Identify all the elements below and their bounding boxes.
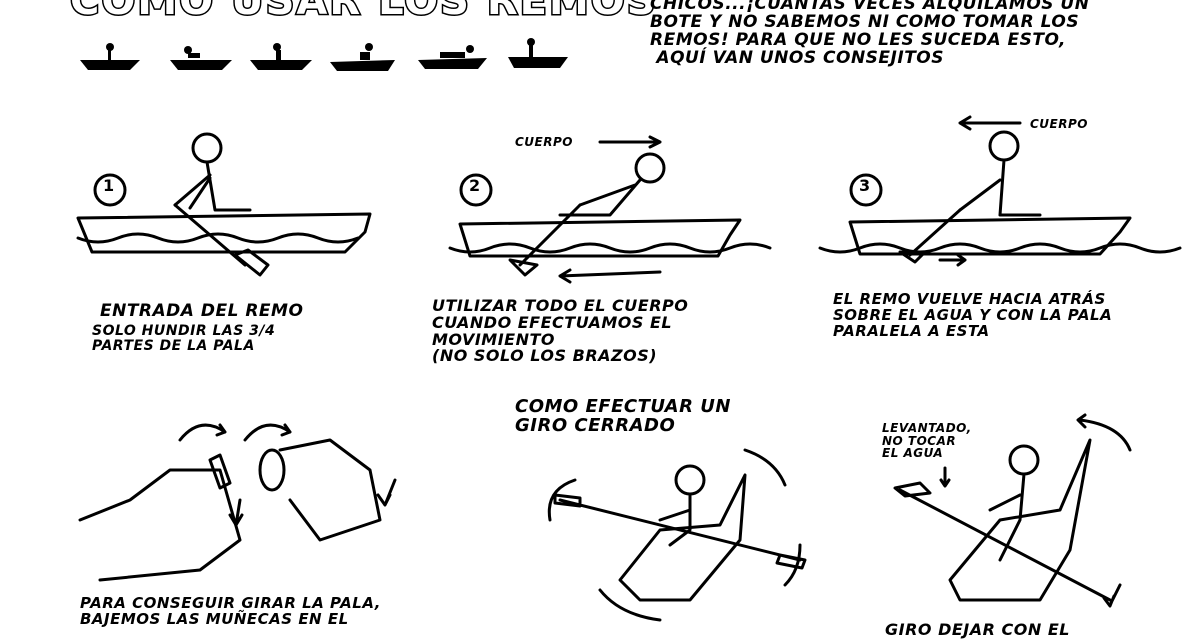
step-2-illustration [448,135,772,284]
raised-note: LEVANTADO, NO TOCAR EL AGUA [882,421,972,461]
boat-silhouettes [80,38,568,71]
turn-title: COMO EFECTUAR UN GIRO CERRADO [515,396,731,436]
turn-caption: GIRO DEJAR CON EL [885,620,1070,639]
step-2-number: 2 [469,176,481,195]
boat-silhouette-icon [170,46,232,70]
wrist-illustration [78,423,397,582]
arrow-right-icon [598,135,662,149]
step-3-number: 3 [859,176,871,195]
boat-silhouette-icon [508,38,568,68]
raised-oar-illustration [893,413,1132,608]
wrist-caption: PARA CONSEGUIR GIRAR LA PALA, BAJEMOS LA… [80,594,381,628]
step-3-caption: EL REMO VUELVE HACIA ATRÁS SOBRE EL AGUA… [833,290,1113,340]
page-title: COMO USAR LOS REMOS [69,0,658,26]
boat-silhouette-icon [418,45,487,69]
arrow-left-icon [558,268,662,284]
step-1-number: 1 [103,176,115,195]
boat-silhouette-icon [250,43,312,70]
step-2-caption: UTILIZAR TODO EL CUERPO CUANDO EFECTUAMO… [432,296,689,366]
boat-silhouette-icon [80,43,140,70]
intro-text: CHICOS...¡CUANTAS VECES ALQUILAMOS UN BO… [650,0,1090,68]
step-3-body-label: CUERPO [1030,117,1088,131]
arrow-left-icon [958,115,1022,131]
step-1-illustration [76,132,372,277]
boat-silhouette-icon [330,43,395,71]
arrow-right-icon [938,253,967,267]
step-2-body-label: CUERPO [515,135,573,149]
turn-illustration [547,448,807,622]
step-1-caption: SOLO HUNDIR LAS 3/4 PARTES DE LA PALA [92,323,276,354]
step-3-illustration [818,115,1182,267]
step-number-circle [93,173,127,207]
step-1-caption-title: ENTRADA DEL REMO [100,301,304,321]
